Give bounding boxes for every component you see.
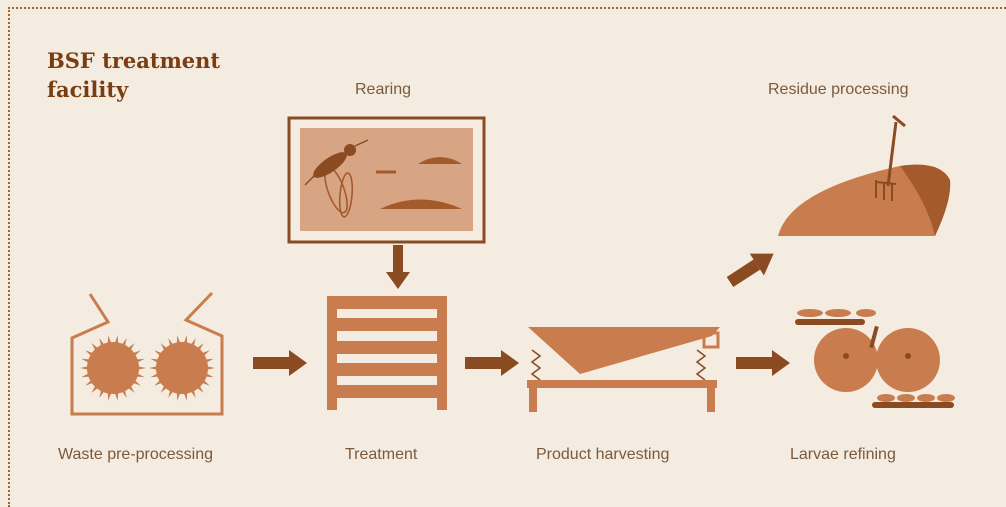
dotted-frame xyxy=(8,7,1006,507)
crusher-gear-icon xyxy=(80,335,146,401)
rearing-picture-icon xyxy=(287,116,486,244)
label-product-harvesting: Product harvesting xyxy=(536,446,670,463)
label-rearing: Rearing xyxy=(355,81,412,98)
arrow-diagonal-icon xyxy=(726,253,774,288)
arrow-right-icon-1 xyxy=(253,350,307,376)
diagram-title: BSF treatment facility xyxy=(47,48,221,102)
label-treatment: Treatment xyxy=(345,446,418,463)
sieve-icon xyxy=(527,327,720,412)
arrow-right-icon-3 xyxy=(736,350,790,376)
crusher-gear-icon xyxy=(149,335,215,401)
refining-rollers-icon xyxy=(795,309,955,408)
label-residue-processing: Residue processing xyxy=(768,81,909,98)
residue-heap-icon xyxy=(778,114,951,236)
arrow-down-icon xyxy=(386,245,410,289)
arrow-right-icon-2 xyxy=(465,350,519,376)
treatment-shelves-icon xyxy=(327,296,447,410)
label-larvae-refining: Larvae refining xyxy=(790,446,896,463)
label-waste-preprocessing: Waste pre-processing xyxy=(58,446,214,463)
crusher-icon xyxy=(70,291,224,416)
